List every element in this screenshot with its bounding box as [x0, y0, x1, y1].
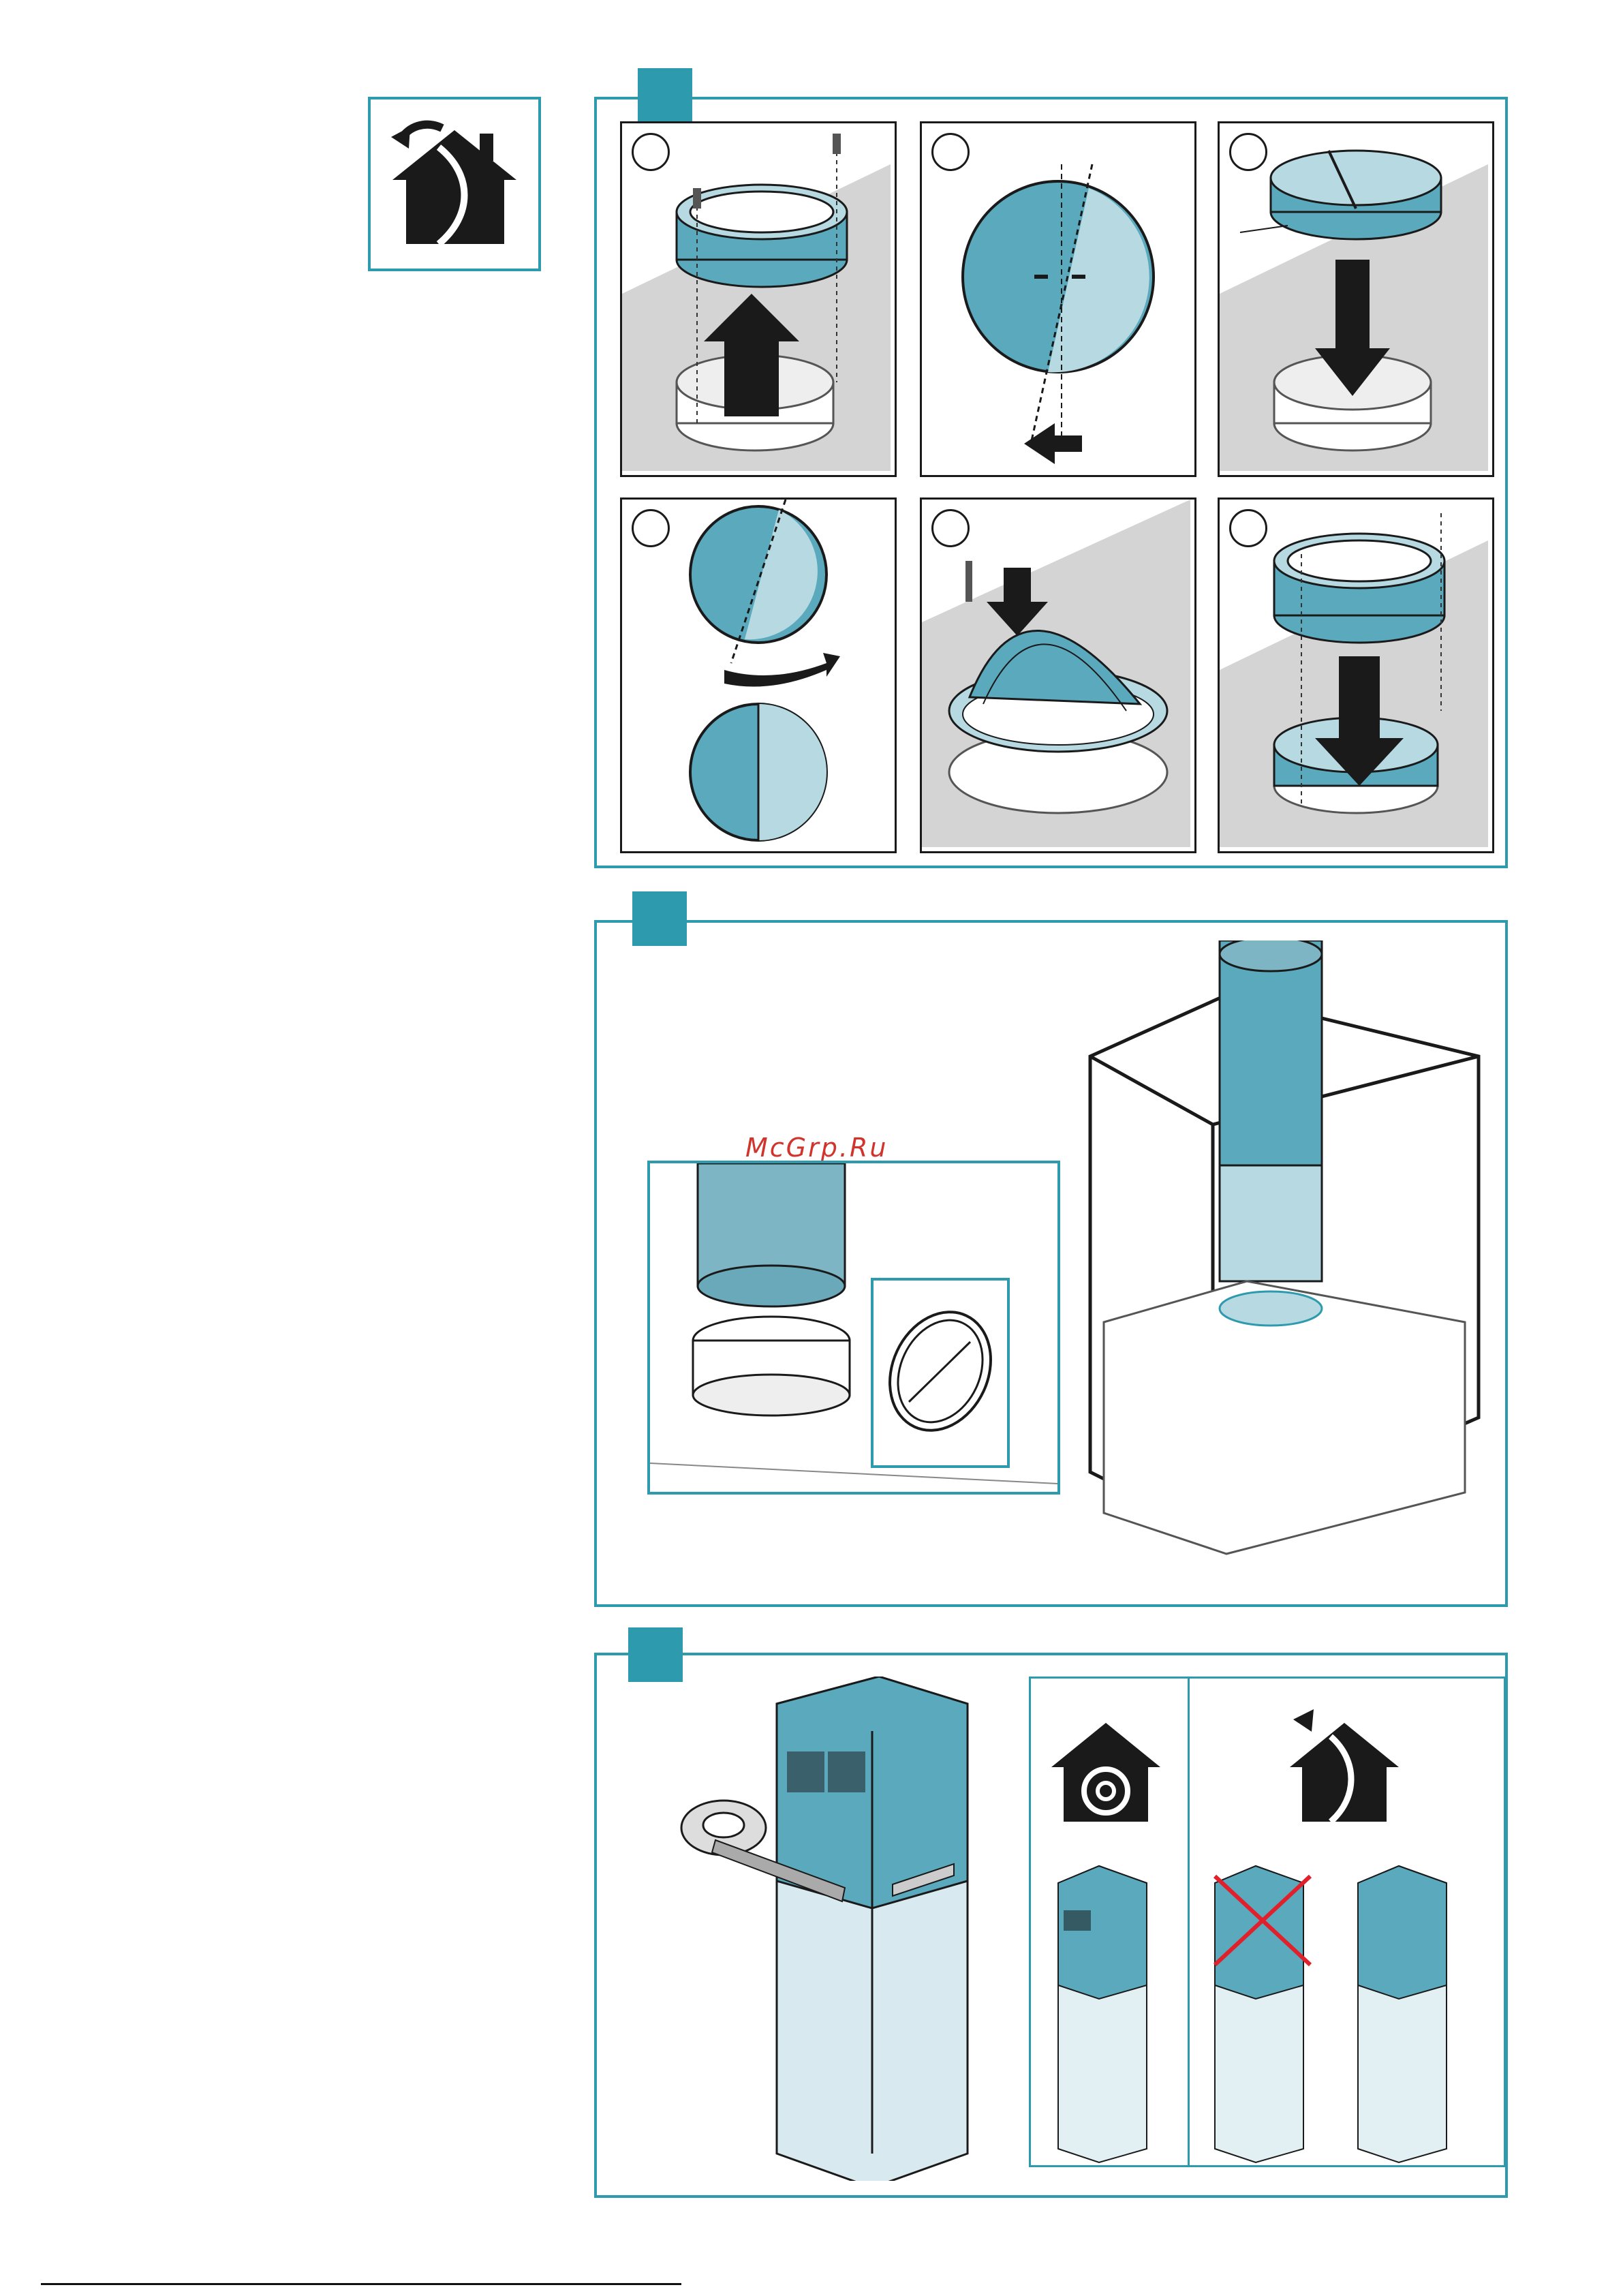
exhaust-mode-icon-box: [368, 97, 541, 271]
step-a1-panel: [620, 121, 897, 477]
house-recirculation-icon: [1051, 1723, 1160, 1822]
watermark: McGrp.Ru: [745, 1133, 888, 1163]
section-b-tab: [632, 891, 687, 946]
step-number-circle: [1229, 133, 1267, 171]
step-number-circle: [632, 509, 670, 547]
step-a2-panel: [920, 121, 1196, 477]
house-exhaust-air-icon: [371, 100, 538, 269]
step-a3-panel: [1218, 121, 1494, 477]
step-a5-panel: [920, 498, 1196, 853]
section-a-tab: [638, 68, 692, 123]
step-number-circle: [632, 133, 670, 171]
detail-callout: [647, 1161, 1060, 1495]
step-number-circle: [931, 509, 970, 547]
chimney-cover-view: [675, 1677, 1002, 2181]
section-c-tab: [628, 1627, 683, 1682]
step-number-circle: [1229, 509, 1267, 547]
hood-isometric-view: [1083, 940, 1492, 1602]
variants-box: [1029, 1677, 1506, 2167]
footer-rule: [41, 2283, 681, 2285]
variant-divider: [1188, 1679, 1190, 2165]
house-exhaust-air-icon: [1290, 1709, 1399, 1822]
step-a4-panel: [620, 498, 897, 853]
step-number-circle: [931, 133, 970, 171]
step-a6-panel: [1218, 498, 1494, 853]
